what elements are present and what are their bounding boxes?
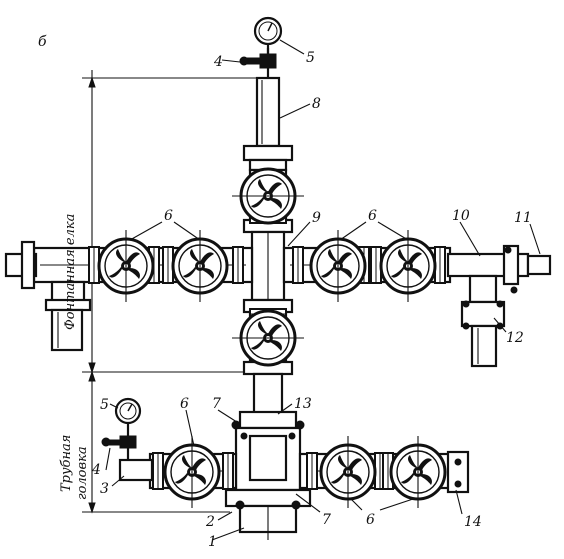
dimension-lines [82,70,260,514]
part-number-10: 10 [452,208,470,224]
part-number-6-left: 6 [164,208,173,224]
part-number-12: 12 [506,330,524,346]
part-number-4-low: 4 [91,462,101,478]
part-number-5-low: 5 [100,397,109,413]
lower-section-label-1: Трубная [59,435,74,492]
bolts [231,246,518,510]
part-number-2: 2 [205,514,215,530]
part-number-6-right: 6 [368,208,377,224]
part-number-14: 14 [464,514,482,530]
part-number-6-lowleft: 6 [180,396,189,412]
part-number-9: 9 [312,210,321,226]
part-number-4-top: 4 [213,54,223,70]
leader-lines [105,39,541,541]
lower-pressure-gauge [101,397,142,460]
lower-section-label-2: головка [75,446,90,500]
valve-stems [125,195,419,508]
upper-section-label: Фонтанная елка [63,214,78,330]
part-number-13: 13 [294,396,312,412]
part-number-3: 3 [100,481,109,497]
figure-letter: б [38,34,47,50]
part-number-8: 8 [312,96,321,112]
part-number-7-left: 7 [212,396,221,412]
part-number-11: 11 [514,210,532,226]
top-pressure-gauge [239,16,283,69]
part-number-1: 1 [208,534,217,550]
part-number-6-lowright: 6 [366,512,375,528]
vertical-bore [224,48,312,540]
part-number-5-top: 5 [306,50,315,66]
part-number-7-right: 7 [322,512,331,528]
